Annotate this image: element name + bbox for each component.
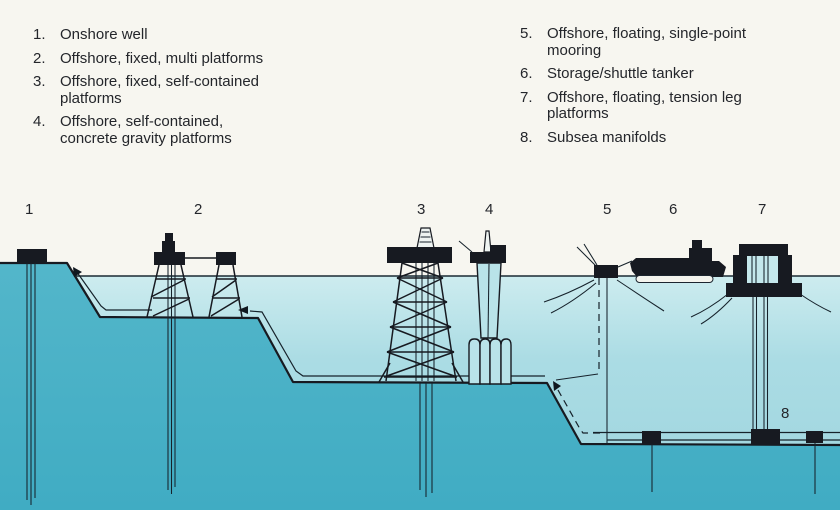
legend-item-2: 2. Offshore, fixed, multi platforms [33, 49, 303, 68]
tanker-waterline-band [635, 275, 714, 283]
legend-item-7: 7. Offshore, floating, tension leg platf… [520, 88, 820, 123]
pipeline-network [73, 267, 840, 444]
legend-item-3: 3. Offshore, fixed, self-contained platf… [33, 73, 303, 107]
flow-arrow-shelf3 [553, 381, 561, 391]
diagram-label-3: 3 [417, 201, 426, 218]
tlp-right-column [778, 255, 792, 285]
onshore-wellhead [17, 249, 47, 263]
legend-label: Offshore, floating, single-point mooring [547, 25, 747, 59]
legend-label: Storage/shuttle tanker [547, 65, 694, 82]
legend-number: 4. [33, 113, 46, 130]
legend-item-5: 5. Offshore, floating, single-point moor… [520, 25, 820, 59]
diagram-label-1: 1 [25, 201, 34, 218]
subsea-manifolds [642, 429, 823, 444]
diagram-label-4: 4 [485, 201, 494, 218]
legend-number: 5. [520, 25, 533, 42]
flow-arrow-shelf2 [238, 306, 248, 314]
legend-label: Onshore well [60, 26, 148, 43]
diagram-label-2: 2 [194, 201, 203, 218]
tlp-lines [690, 293, 832, 325]
storage-cells [468, 338, 512, 385]
platform3-deck [387, 247, 452, 263]
legend-item-8: 8. Subsea manifolds [520, 128, 820, 147]
legend-label: Offshore, self-contained, concrete gravi… [60, 113, 232, 147]
legend-item-4: 4. Offshore, self-contained, concrete gr… [33, 113, 303, 147]
well-bores [26, 263, 816, 505]
risers [751, 256, 769, 284]
legend-item-1: 1. Onshore well [33, 26, 303, 44]
tlp-deck [739, 244, 788, 256]
legend-number: 8. [520, 128, 533, 146]
storage-shuttle-tanker [630, 240, 726, 283]
flare-boom [458, 240, 473, 253]
manifold-c [806, 431, 823, 443]
seabed-profile-line [0, 261, 840, 447]
legend-number: 7. [520, 88, 533, 106]
legend-label: Offshore, floating, tension leg platform… [547, 88, 742, 122]
tlp-left-column [733, 255, 747, 285]
platform2-right-deck [216, 252, 236, 265]
flow-arrow-shore [73, 267, 82, 277]
legend-label: Subsea manifolds [547, 128, 667, 146]
platform2-left-deck [154, 252, 185, 265]
legend-item-6: 6. Storage/shuttle tanker [520, 65, 820, 83]
single-point-mooring [543, 243, 665, 314]
manifold-a [642, 431, 661, 444]
diagram-label-5: 5 [603, 201, 612, 218]
diagram-label-8: 8 [781, 405, 790, 422]
hawser [617, 260, 633, 268]
diagram-label-7: 7 [758, 201, 767, 218]
platform4-deck [470, 252, 506, 263]
tlp-pontoon [726, 283, 802, 297]
mooring-catenaries [543, 279, 665, 314]
legend-number: 6. [520, 65, 533, 82]
legend-number: 1. [33, 26, 46, 43]
spm-buoy [594, 265, 618, 278]
diagram-label-6: 6 [669, 201, 678, 218]
manifold-b-tlp-template [751, 429, 780, 444]
legend-left-column: 1. Onshore well 2. Offshore, fixed, mult… [33, 26, 303, 154]
legend-label: Offshore, fixed, self-contained platform… [60, 73, 259, 107]
legend-label: Offshore, fixed, multi platforms [60, 49, 264, 67]
tanker-hull [630, 240, 726, 277]
legend-right-column: 5. Offshore, floating, single-point moor… [520, 25, 820, 153]
concrete-gravity-platform [458, 230, 512, 385]
legend-number: 2. [33, 49, 46, 67]
derrick [165, 233, 173, 243]
legend-number: 3. [33, 73, 46, 90]
tension-leg-platform [690, 244, 832, 430]
fixed-multi-platforms [146, 233, 243, 318]
fixed-self-contained-platform [378, 227, 464, 383]
buoy-mast-lines [576, 243, 598, 267]
tendons [752, 297, 769, 430]
